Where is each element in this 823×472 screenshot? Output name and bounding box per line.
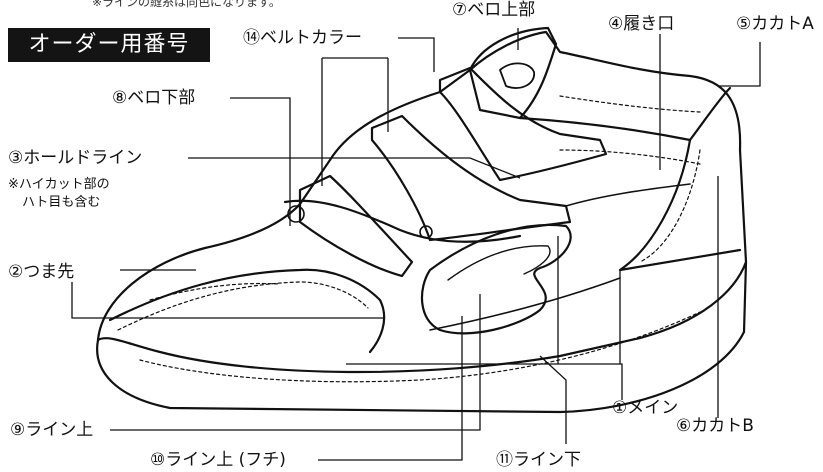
quarter-line	[565, 183, 691, 207]
label-hole-line: ③ホールドライン	[8, 148, 143, 168]
stitch-line	[559, 95, 701, 113]
leader-hole-line	[188, 157, 521, 179]
label-collar: ④履き口	[608, 14, 675, 34]
strap-1	[298, 174, 414, 278]
strap-2	[370, 114, 572, 242]
tongue	[468, 26, 558, 120]
stitch-line	[139, 311, 701, 383]
hole-line-note-2: ハト目も含む	[22, 195, 101, 210]
leader-main	[346, 236, 623, 400]
toe-stitch	[117, 281, 369, 331]
label-heel-a: ⑤カカトA	[736, 14, 814, 34]
leader-belt-color	[321, 37, 435, 186]
eyelet	[419, 225, 433, 239]
stitch-line	[149, 282, 281, 301]
hole-line	[283, 199, 522, 243]
label-main: ①メイン	[612, 398, 679, 418]
label-tongue-bottom: ⑧ベロ下部	[112, 88, 196, 108]
label-line-top: ⑨ライン上	[10, 420, 94, 440]
label-line-bottom: ⑪ライン下	[496, 450, 581, 470]
order-number-title: オーダー用番号	[8, 28, 210, 62]
hole-line-note-1: ※ハイカット部の	[8, 177, 110, 192]
top-note: ※ラインの縫糸は同色になります。	[92, 0, 281, 9]
quarter-line	[429, 277, 621, 331]
tongue-logo	[499, 62, 535, 89]
leader-line-top-left	[71, 282, 384, 319]
leader-line-top-edge	[318, 316, 463, 461]
label-toe: ②つま先	[8, 262, 75, 282]
heel-stitch	[639, 149, 701, 263]
label-heel-b: ⑥カカトB	[676, 416, 754, 436]
collar	[518, 86, 732, 142]
label-line-top-edge: ⑩ライン上 (フチ)	[150, 450, 286, 470]
leader-line-bottom	[539, 355, 567, 444]
outsole	[96, 260, 748, 414]
side-logo-inner	[447, 245, 551, 281]
stitch-line	[559, 149, 701, 165]
label-tongue-top: ⑦ベロ上部	[452, 0, 536, 20]
label-belt-color: ⑭ベルトカラー	[243, 28, 362, 48]
eyelet	[287, 205, 305, 223]
toe-cap	[108, 268, 386, 354]
strap-3	[438, 66, 608, 182]
heel-counter	[618, 138, 742, 272]
leader-tongue-bottom	[230, 97, 291, 226]
leader-heel-a	[718, 42, 761, 87]
leader-line-top	[110, 294, 481, 431]
